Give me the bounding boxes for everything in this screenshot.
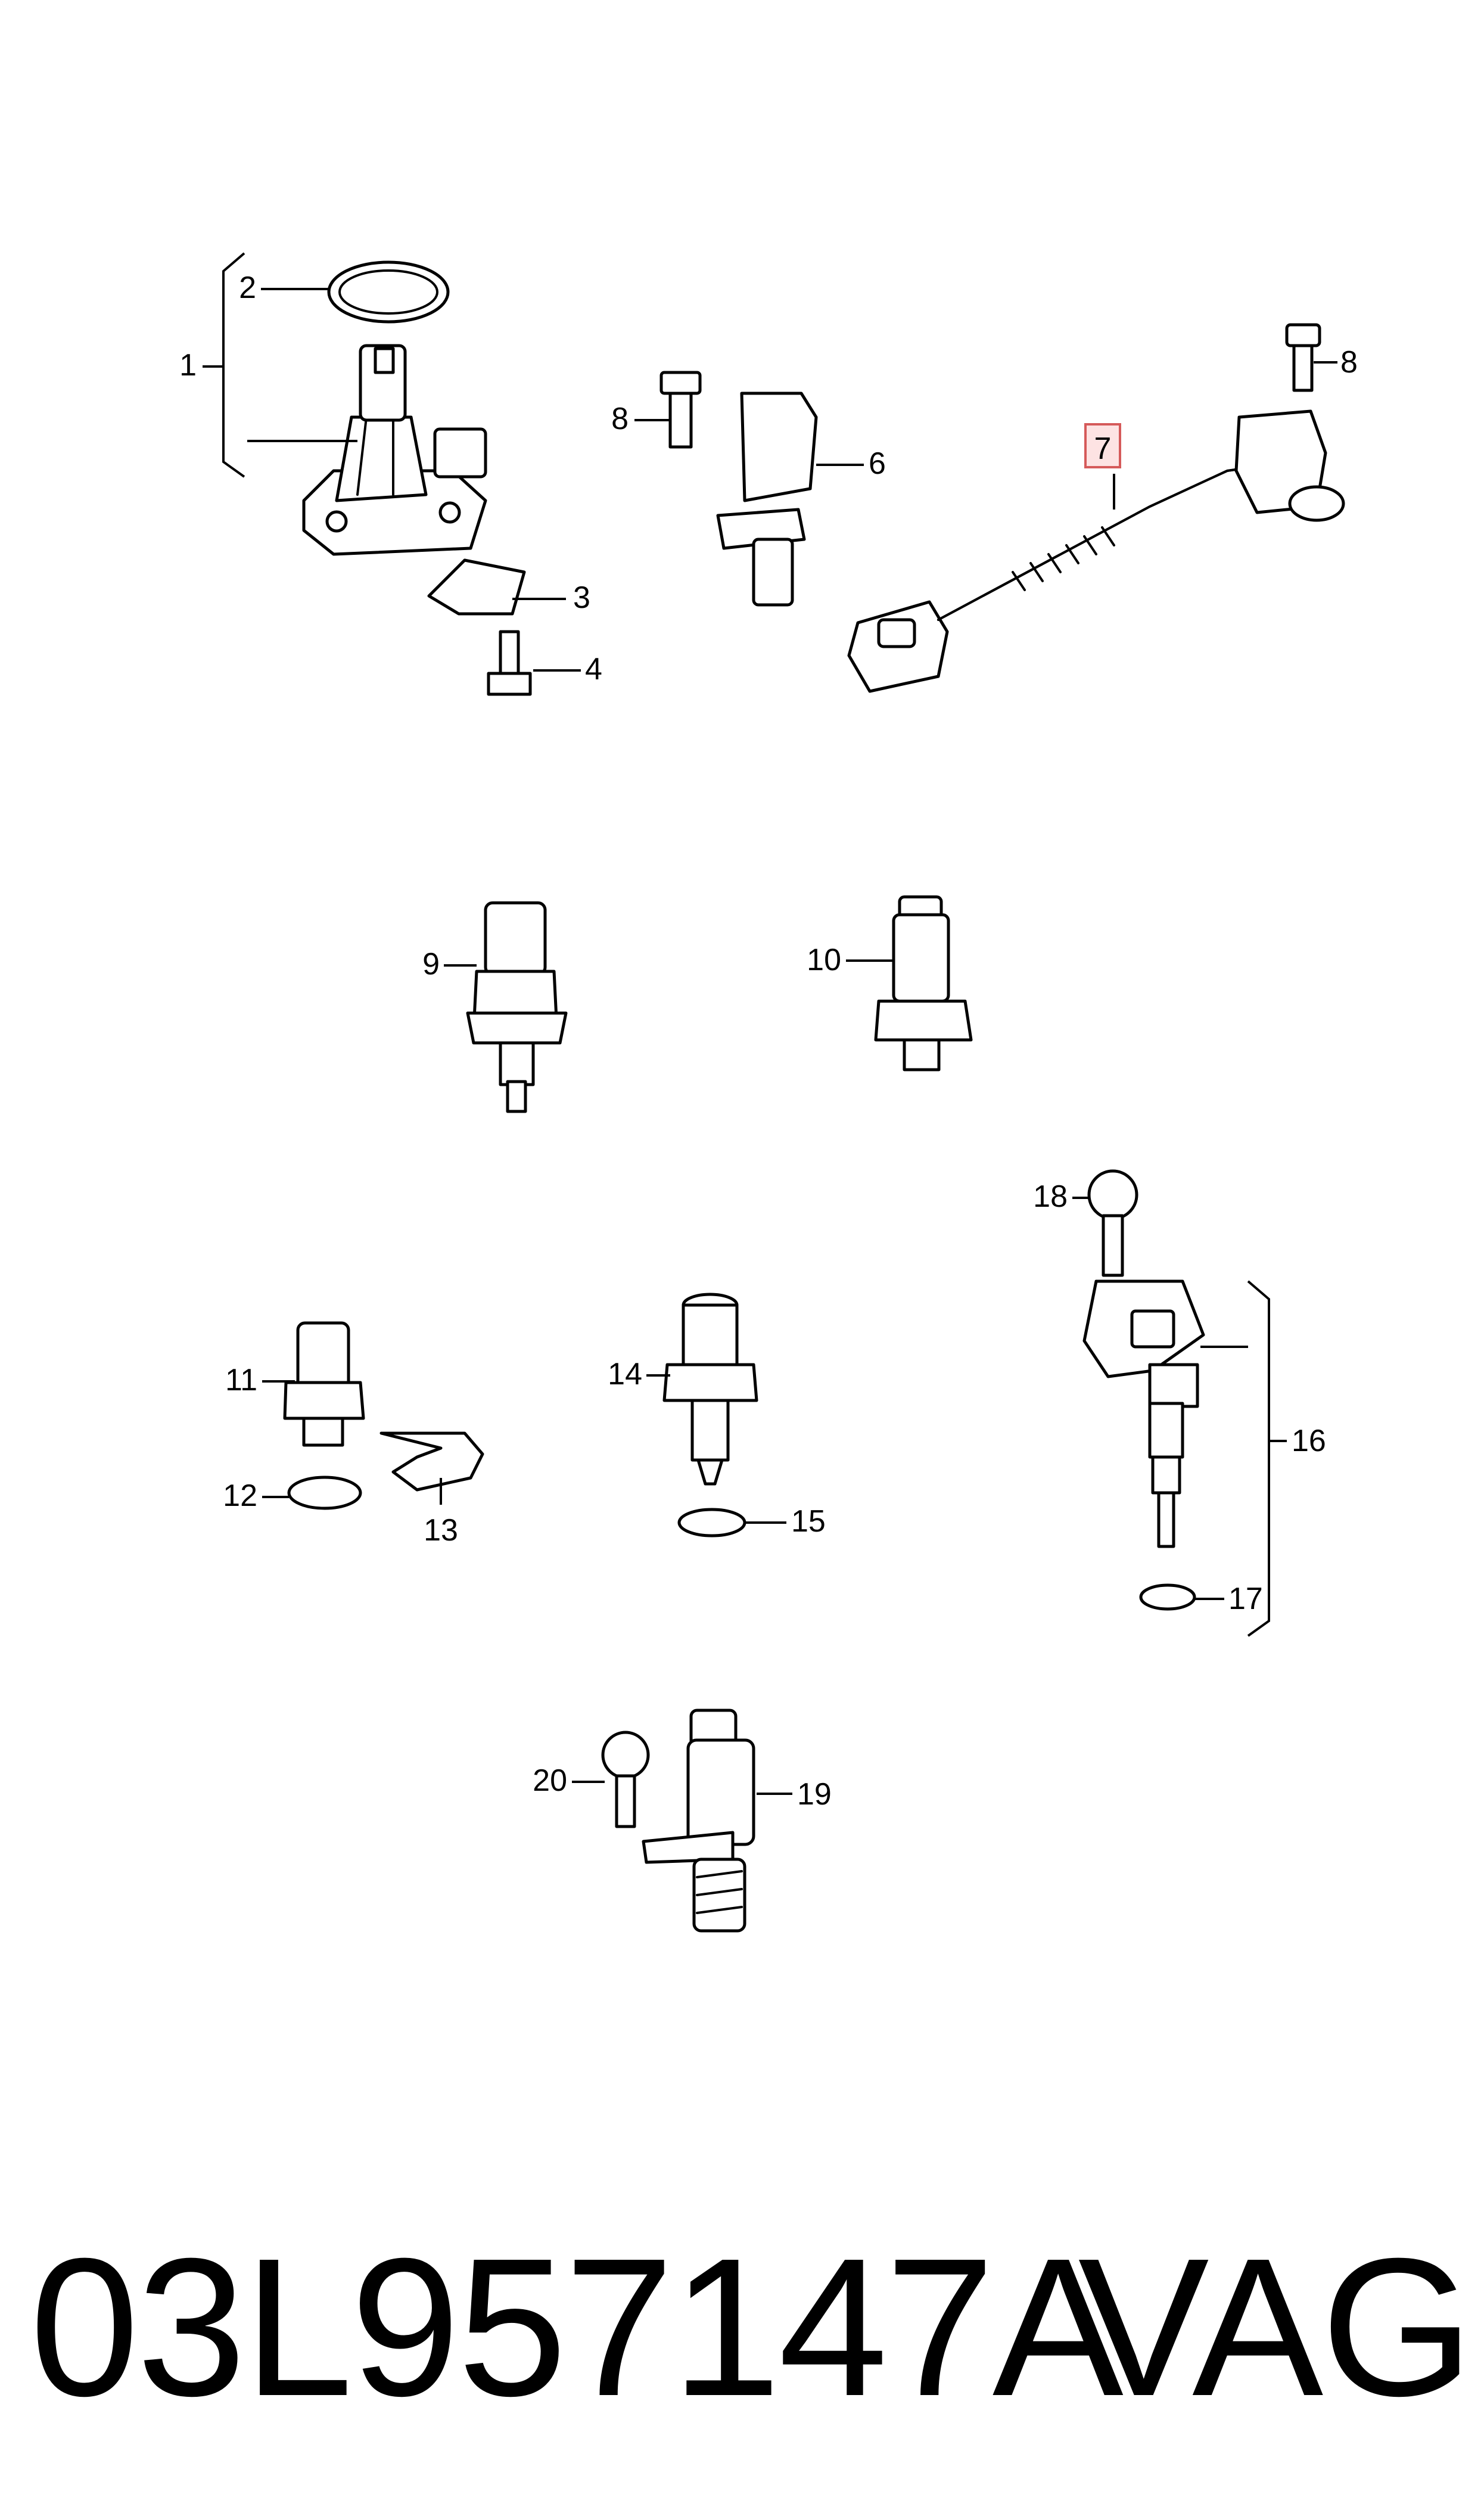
part-10-pressure-switch <box>846 895 973 1071</box>
callout-8-right: 8 <box>1340 345 1358 380</box>
callout-7: 7 <box>1094 431 1112 466</box>
callout-8-left: 8 <box>611 402 629 436</box>
callout-19: 19 <box>797 1777 832 1812</box>
part-16-sensor <box>1072 1169 1287 1637</box>
callout-9: 9 <box>422 947 440 981</box>
part-7-sensor-harness <box>847 323 1345 693</box>
part-number-footer: 03L957147A VAG <box>30 2217 1474 2437</box>
callout-20: 20 <box>533 1763 567 1798</box>
callout-12: 12 <box>223 1479 257 1513</box>
part-1-oil-level-sensor <box>203 252 581 696</box>
part-19-solenoid-valve <box>572 1709 792 1933</box>
callout-14: 14 <box>608 1357 642 1391</box>
parts-diagram: 1 2 3 4 6 7 8 8 9 10 11 12 13 14 15 16 1… <box>179 252 1358 1933</box>
callout-15: 15 <box>791 1504 826 1539</box>
callout-13: 13 <box>424 1513 458 1548</box>
callout-16: 16 <box>1292 1424 1326 1458</box>
callout-4: 4 <box>585 652 602 687</box>
callout-3: 3 <box>573 580 590 615</box>
part-11-temp-sensor <box>262 1321 484 1510</box>
part-14-sender <box>646 1293 786 1538</box>
callout-18: 18 <box>1033 1179 1068 1214</box>
callout-17: 17 <box>1228 1582 1263 1616</box>
callout-10: 10 <box>807 943 841 977</box>
callout-11: 11 <box>225 1363 257 1397</box>
callout-6: 6 <box>869 446 886 481</box>
callout-1: 1 <box>179 348 197 383</box>
part-6-speed-sensor <box>634 371 864 607</box>
callout-2: 2 <box>239 271 256 305</box>
brand-name: VAG <box>1078 2217 1474 2437</box>
part-number: 03L957147A <box>30 2217 1124 2437</box>
part-9-temp-sender <box>444 901 568 1113</box>
